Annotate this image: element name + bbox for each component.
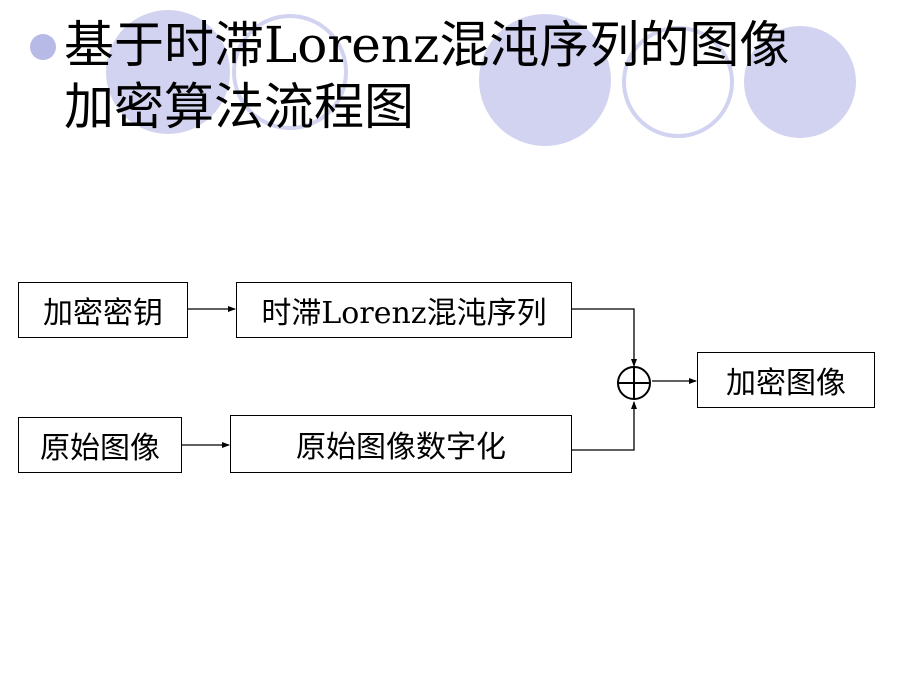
node-encryption-key: 加密密钥 (18, 282, 188, 338)
decor-circle-2 (232, 14, 348, 130)
node-delayed-lorenz-sequence: 时滞Lorenz混沌序列 (236, 282, 572, 338)
decor-circle-3 (479, 14, 611, 146)
slide-title-line-2: 加密算法流程图 (64, 78, 414, 136)
xor-operator-icon (617, 366, 651, 400)
edge-digitize-to-xor (571, 401, 637, 451)
node-encrypted-image: 加密图像 (697, 352, 875, 408)
decor-circle-4 (622, 26, 734, 138)
decor-circle-5 (744, 26, 856, 138)
edge-sequence-to-xor (571, 308, 637, 367)
decor-circle-1 (106, 10, 230, 134)
slide-title-line-1: 基于时滞Lorenz混沌序列的图像 (64, 16, 790, 74)
node-original-image: 原始图像 (18, 417, 182, 473)
title-bullet-icon (30, 34, 56, 60)
node-image-digitization: 原始图像数字化 (230, 415, 572, 473)
slide-title: 基于时滞Lorenz混沌序列的图像 加密算法流程图 (64, 14, 864, 138)
